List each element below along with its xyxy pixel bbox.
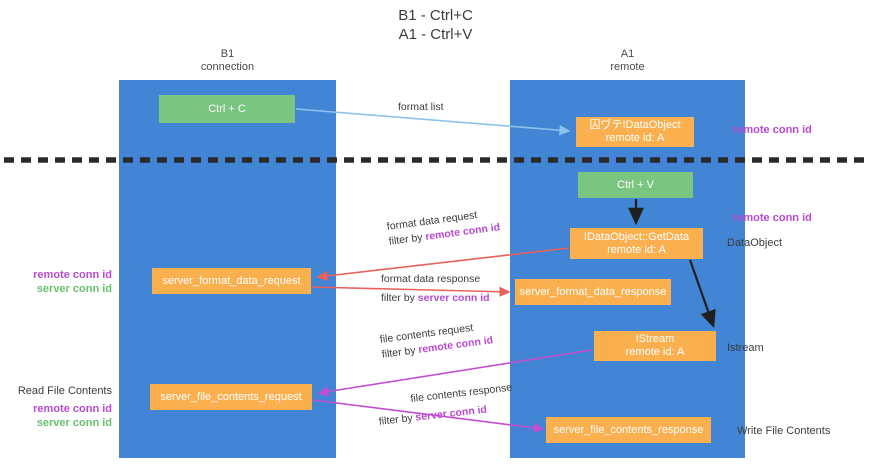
label-istream: Istream: [727, 342, 764, 354]
edge-label-file-contents-response: file contents response filter by server …: [376, 381, 515, 430]
label-dataobject: DataObject: [727, 237, 783, 249]
page-title: B1 - Ctrl+C A1 - Ctrl+V: [0, 6, 871, 44]
node-idataobject-getdata[interactable]: IDataObject::GetData remote id: A: [570, 228, 703, 259]
label-conn-ids-format: remote conn id server conn id: [0, 268, 112, 296]
lane-header-a1-role: remote: [610, 61, 645, 73]
edge-label-format-data-response-filter: filter by server conn id: [381, 291, 490, 306]
lane-header-b1: B1 connection: [119, 48, 336, 74]
node-server-format-data-response-label: server_format_data_response: [519, 285, 667, 298]
edge-label-format-data-response: format data response filter by server co…: [381, 272, 490, 306]
filter-prefix: filter by: [381, 344, 420, 361]
filter-prefix: filter by: [378, 411, 417, 428]
label-read-file-contents: Read File Contents: [17, 385, 112, 397]
lane-header-a1-name: A1: [620, 48, 635, 60]
node-idataobject[interactable]: 囚ヷテIDataObject remote id: A: [576, 117, 694, 147]
label-remote-conn-id-mid: remote conn id: [733, 212, 812, 224]
lane-header-b1-name: B1: [220, 48, 235, 60]
label-write-file-contents: Write File Contents: [737, 425, 831, 437]
node-idataobject-line2: remote id: A: [605, 132, 665, 144]
node-server-format-data-response[interactable]: server_format_data_response: [515, 279, 671, 305]
node-istream-line2: remote id: A: [625, 346, 685, 358]
lane-header-a1: A1 remote: [510, 48, 745, 74]
label-conn-ids-file: remote conn id server conn id: [0, 402, 112, 430]
node-istream[interactable]: IStream remote id: A: [594, 331, 716, 361]
label-remote-conn-id-top: remote conn id: [733, 124, 812, 136]
page-title-line1: B1 - Ctrl+C: [398, 7, 473, 24]
node-server-file-contents-request-label: server_file_contents_request: [160, 390, 302, 403]
node-getdata-line2: remote id: A: [607, 243, 666, 256]
node-server-file-contents-response[interactable]: server_file_contents_response: [546, 417, 711, 443]
edge-label-format-data-response-text: format data response: [381, 273, 481, 285]
node-getdata-line1: IDataObject::GetData: [583, 230, 690, 243]
edge-label-format-list-text: format list: [398, 101, 444, 113]
filter-prefix: filter by: [381, 292, 418, 304]
lane-header-b1-role: connection: [200, 61, 255, 73]
node-server-file-contents-request[interactable]: server_file_contents_request: [150, 384, 312, 410]
edge-label-file-contents-request: file contents request filter by remote c…: [379, 318, 494, 362]
label-remote-conn-id: remote conn id: [33, 403, 112, 415]
node-server-format-data-request-label: server_format_data_request: [162, 274, 301, 287]
node-istream-line1: IStream: [635, 333, 675, 345]
node-server-format-data-request[interactable]: server_format_data_request: [152, 268, 311, 294]
edge-label-format-data-request: format data request filter by remote con…: [386, 205, 501, 249]
label-server-conn-id: server conn id: [36, 417, 112, 429]
filter-prefix: filter by: [388, 231, 427, 248]
node-ctrl-v-label: Ctrl + V: [617, 178, 654, 191]
node-ctrl-c[interactable]: Ctrl + C: [159, 95, 295, 123]
filter-key-server-conn-id: server conn id: [414, 403, 488, 424]
node-server-file-contents-response-label: server_file_contents_response: [553, 423, 704, 436]
filter-key-server-conn-id: server conn id: [417, 292, 490, 304]
node-idataobject-line1: 囚ヷテIDataObject: [589, 119, 681, 131]
edge-label-format-list: format list: [398, 100, 444, 115]
label-remote-conn-id: remote conn id: [33, 269, 112, 281]
node-ctrl-c-label: Ctrl + C: [208, 102, 246, 115]
label-server-conn-id: server conn id: [36, 283, 112, 295]
edge-label-file-contents-response-filter: filter by server conn id: [378, 399, 515, 429]
page-title-line2: A1 - Ctrl+V: [398, 26, 473, 43]
node-ctrl-v[interactable]: Ctrl + V: [578, 172, 693, 198]
